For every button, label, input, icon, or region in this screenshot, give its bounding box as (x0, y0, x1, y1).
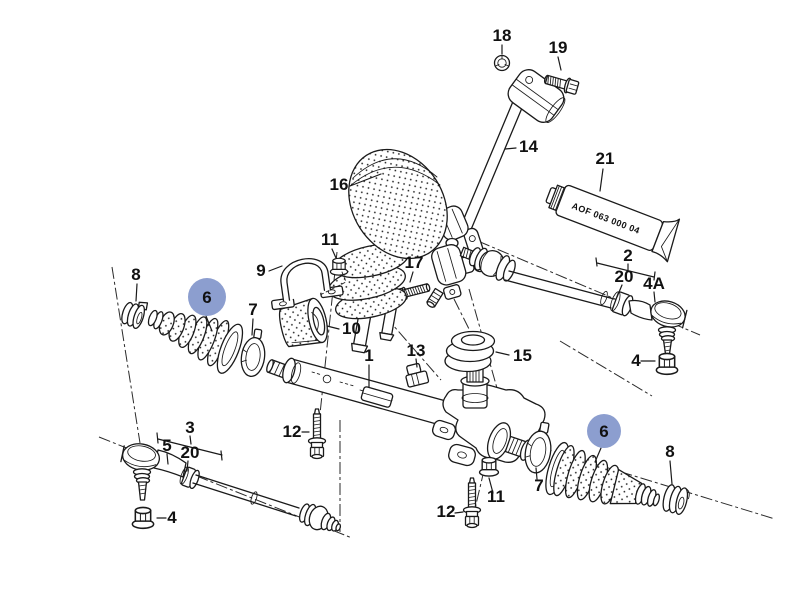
callout-10[interactable]: 10 (342, 319, 361, 338)
callout-11-bottom[interactable]: 11 (487, 487, 505, 506)
part-2-right-tie-rod (459, 246, 688, 376)
inner-socket-left (298, 503, 342, 532)
callout-6-left[interactable]: 6 (202, 288, 211, 307)
callout-13[interactable]: 13 (407, 341, 426, 360)
ball-joint-4a (650, 300, 688, 329)
part-18-19-column-clamp (493, 54, 580, 123)
part-7-clamp-right (524, 421, 552, 474)
callout-18[interactable]: 18 (493, 26, 512, 45)
callout-labels: 18 19 14 21 16 17 11 9 2 20 4A 4 8 6 7 1… (131, 26, 674, 527)
callout-7-right[interactable]: 7 (534, 476, 543, 495)
part-10-bushing (279, 297, 328, 348)
callout-16[interactable]: 16 (330, 175, 349, 194)
nut-11-top (329, 257, 349, 276)
part-6-bellows-right (545, 441, 660, 507)
callout-2[interactable]: 2 (623, 246, 632, 265)
part-14-steering-shaft (459, 91, 528, 233)
highlight-circle-6-left[interactable] (188, 278, 226, 316)
callout-4-left[interactable]: 4 (167, 508, 177, 527)
part-21-grease-tube: AOF 063 000 04 (545, 184, 681, 263)
callout-20-left[interactable]: 20 (181, 443, 200, 462)
callout-5[interactable]: 5 (162, 436, 171, 455)
nut-11-bottom (478, 456, 500, 477)
callout-9[interactable]: 9 (256, 261, 265, 280)
callout-20-right[interactable]: 20 (615, 267, 634, 286)
part-3-left-tie-rod (120, 443, 342, 532)
part-8-clamp-right (662, 484, 690, 515)
nut-4-left (131, 506, 155, 530)
callout-12-left[interactable]: 12 (283, 422, 302, 441)
callout-15[interactable]: 15 (513, 346, 532, 365)
part-15-bearing-rings (444, 330, 496, 373)
ball-joint-left (120, 443, 161, 471)
callout-3[interactable]: 3 (185, 418, 194, 437)
part-7-clamp-left (240, 328, 266, 378)
nut-4-right (655, 352, 679, 376)
part-8-clamp-left (121, 301, 149, 330)
highlight-circle-6-right[interactable] (587, 414, 621, 448)
bolt-12-bottom (462, 477, 482, 529)
bolt-19 (543, 74, 580, 95)
callout-7-left[interactable]: 7 (248, 300, 257, 319)
callout-14[interactable]: 14 (519, 137, 538, 156)
part-9-bracket (271, 258, 344, 311)
callout-12-bottom[interactable]: 12 (437, 502, 456, 521)
callout-6-right[interactable]: 6 (599, 422, 608, 441)
callout-8-right[interactable]: 8 (665, 442, 674, 461)
callout-4a[interactable]: 4A (643, 274, 665, 293)
leader-lines (135, 44, 673, 519)
callout-19[interactable]: 19 (549, 38, 568, 57)
part-13-clip (405, 362, 430, 388)
part-6-bellows-left (147, 309, 244, 374)
callout-1[interactable]: 1 (364, 346, 373, 365)
callout-17[interactable]: 17 (405, 253, 424, 272)
adjuster-20-right (610, 291, 634, 317)
callout-8-left[interactable]: 8 (131, 265, 140, 284)
part-16-boot (328, 148, 448, 354)
callout-21[interactable]: 21 (596, 149, 615, 168)
callout-4-right[interactable]: 4 (631, 351, 641, 370)
callout-11-top[interactable]: 11 (321, 230, 339, 249)
bolt-12-left (307, 408, 327, 460)
